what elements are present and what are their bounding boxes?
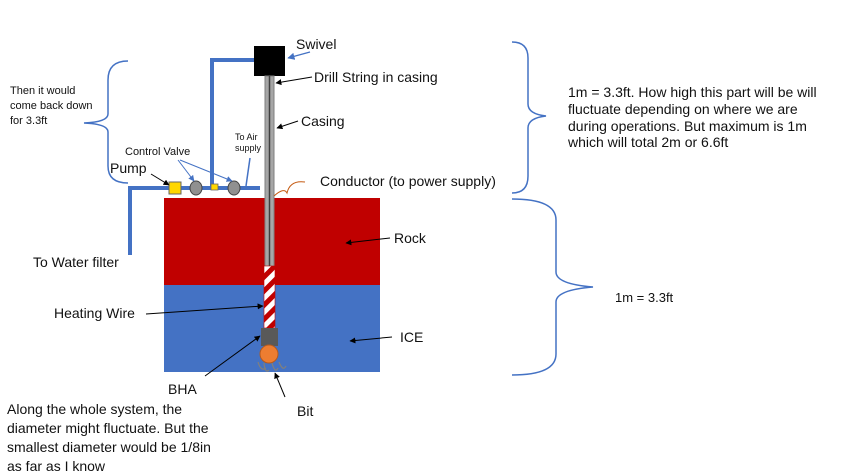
ice-arrow bbox=[349, 336, 393, 344]
diameter-note-line1: Along the whole system, the bbox=[7, 401, 183, 417]
bha-label: BHA bbox=[168, 381, 197, 397]
bit-teeth bbox=[257, 361, 287, 372]
rock-label: Rock bbox=[394, 230, 426, 246]
control-valve-small bbox=[210, 183, 219, 191]
control-valve-left bbox=[189, 180, 203, 196]
drill-string-arrow bbox=[275, 76, 313, 86]
come-back-note-line1: Then it would bbox=[10, 85, 76, 97]
swivel-feed-pipe bbox=[210, 58, 255, 188]
bit-label: Bit bbox=[297, 403, 314, 419]
heating-wire-coil bbox=[263, 265, 276, 329]
bha-block bbox=[261, 328, 278, 346]
control-valve-arrow-2 bbox=[179, 159, 233, 182]
come-back-brace bbox=[83, 60, 129, 184]
rock-arrow bbox=[345, 237, 391, 246]
control-valve-right bbox=[227, 180, 241, 196]
swivel-block bbox=[254, 46, 285, 76]
diameter-note-line2: diameter might fluctuate. But the bbox=[7, 420, 209, 436]
swivel-label: Swivel bbox=[296, 36, 337, 52]
heating-wire-label: Heating Wire bbox=[54, 305, 135, 321]
to-water-filter-label: To Water filter bbox=[33, 254, 119, 270]
to-air-supply-label-line1: To Air bbox=[235, 132, 258, 142]
air-supply-line bbox=[245, 157, 251, 187]
bha-arrow bbox=[204, 335, 261, 377]
pump-arrow bbox=[150, 173, 170, 186]
pump-label: Pump bbox=[110, 160, 147, 176]
lower-right-brace bbox=[511, 198, 594, 376]
drill-string-label: Drill String in casing bbox=[314, 69, 438, 85]
upper-right-brace bbox=[511, 41, 547, 194]
come-back-note-line2: come back down bbox=[10, 100, 93, 112]
diameter-note-line4: as far as I know bbox=[7, 458, 106, 474]
bit-head bbox=[259, 344, 279, 364]
conductor-wire bbox=[273, 181, 306, 197]
lower-right-note: 1m = 3.3ft bbox=[615, 290, 674, 305]
swivel-arrow bbox=[287, 51, 311, 60]
heating-wire-arrow bbox=[145, 303, 264, 315]
control-valve-arrow-1 bbox=[177, 159, 195, 182]
bit-arrow bbox=[274, 372, 286, 398]
casing-label: Casing bbox=[301, 113, 345, 129]
come-back-note-line3: for 3.3ft bbox=[10, 115, 48, 127]
control-valve-label: Control Valve bbox=[125, 146, 191, 158]
diameter-note-line3: smallest diameter would be 1/8in bbox=[7, 439, 211, 455]
upper-right-note: 1m = 3.3ft. How high this part will be w… bbox=[568, 84, 817, 151]
to-air-supply-label-line2: supply bbox=[235, 143, 262, 153]
ice-label: ICE bbox=[400, 329, 424, 345]
casing-arrow bbox=[276, 120, 299, 130]
pump-symbol bbox=[168, 181, 182, 195]
conductor-label: Conductor (to power supply) bbox=[320, 173, 496, 189]
